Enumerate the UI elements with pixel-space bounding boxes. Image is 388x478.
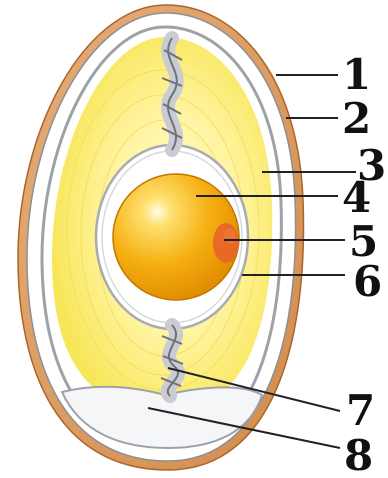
callout-label-1: 1 — [342, 50, 371, 99]
callout-label-4: 4 — [342, 173, 371, 222]
callout-label-7: 7 — [346, 386, 375, 435]
callout-label-8: 8 — [344, 431, 373, 478]
callout-label-2: 2 — [342, 94, 371, 143]
callout-label-6: 6 — [353, 257, 382, 306]
germinal-disc — [213, 223, 239, 263]
